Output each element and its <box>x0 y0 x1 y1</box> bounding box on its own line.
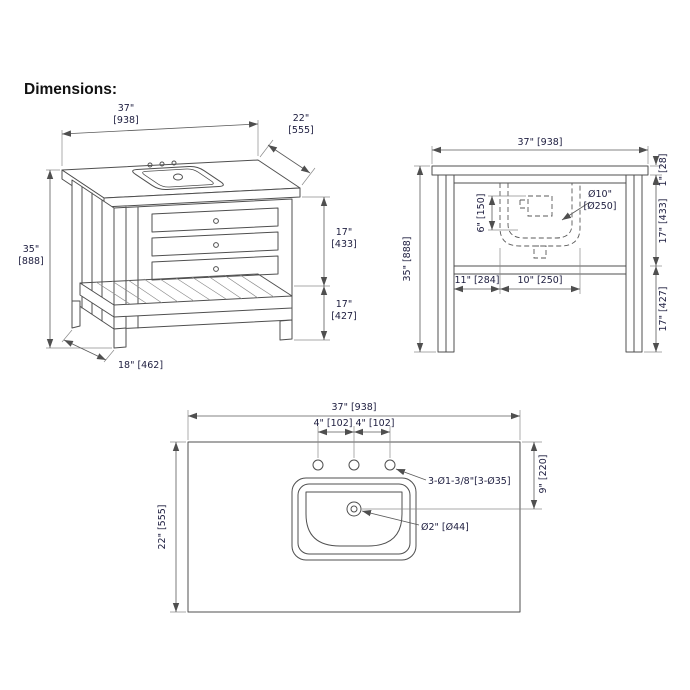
drawer-knob <box>213 242 219 248</box>
page-title: Dimensions: <box>24 81 117 98</box>
dim-label: [427] <box>331 311 357 322</box>
faucet-hole <box>384 459 396 471</box>
dim-label: 6" [150] <box>476 194 487 233</box>
drawer-1 <box>151 207 279 233</box>
dim-label: 11" [284] <box>454 275 499 286</box>
front-dim-counter-thickness: 1" [28] <box>650 154 669 187</box>
dim-label: 17" [427] <box>658 286 669 331</box>
iso-dim-width: 37" [938] <box>61 103 259 166</box>
front-dim-bowl-diameter: Ø10" [Ø250] <box>561 189 617 221</box>
dim-label: [433] <box>331 239 357 250</box>
dim-label: 35" [888] <box>402 236 413 281</box>
top-callout-holes: 3-Ø1-3/8"[3-Ø35] <box>395 468 511 487</box>
drawer-3 <box>151 255 279 281</box>
dim-label: 1" [28] <box>658 154 669 187</box>
shelf-back-edge <box>79 273 293 297</box>
dim-label: Ø2" [Ø44] <box>421 522 469 533</box>
front-view: 37" [938] 1" [28] Ø10" [Ø250] 6" [150] 1… <box>402 137 669 353</box>
dim-label: [Ø250] <box>583 201 616 212</box>
iso-sink <box>132 160 224 191</box>
iso-dim-shelf-depth: 18" [462] <box>61 329 163 371</box>
front-structure <box>431 165 649 353</box>
faucet-holes-top <box>312 459 396 471</box>
sink-body-hidden <box>499 183 581 247</box>
open-shelf <box>79 273 293 318</box>
sink-rim-outer <box>291 477 417 561</box>
iso-dim-upper-section: 17" [433] <box>294 196 357 287</box>
front-dim-width: 37" [938] <box>431 137 649 164</box>
dim-label: 10" [250] <box>517 275 562 286</box>
hidden-sink <box>499 183 581 259</box>
dim-label: 37" <box>118 103 134 114</box>
drawer-stack <box>151 207 279 281</box>
sink-rim <box>132 165 224 191</box>
dim-label: 17" <box>336 299 352 310</box>
front-left-leg <box>113 327 127 349</box>
legs <box>71 300 293 349</box>
dim-label: 17" <box>336 227 352 238</box>
faucet-holes <box>147 160 177 168</box>
countertop-outline <box>187 441 521 613</box>
shelf-slats <box>95 274 275 305</box>
front-right-leg <box>279 319 293 341</box>
top-dim-width: 37" [938] <box>187 402 521 440</box>
dim-label: 9" [220] <box>538 455 549 494</box>
countertop <box>431 165 649 176</box>
front-dim-upper-section: 17" [433] <box>650 175 669 267</box>
drawer-knob <box>213 266 219 272</box>
dim-label: 4" [102] <box>314 418 353 429</box>
leg-inner-lines <box>445 174 635 353</box>
top-dim-depth: 22" [555] <box>157 441 186 613</box>
dim-label: 17" [433] <box>658 198 669 243</box>
dim-label: 4" [102] <box>356 418 395 429</box>
dim-label: 37" [938] <box>517 137 562 148</box>
sink-bowl-curve <box>305 491 403 547</box>
drain-hidden <box>533 245 547 259</box>
iso-cabinet <box>71 179 293 349</box>
faucet-hole <box>348 459 360 471</box>
isometric-view: 37" [938] 22" [555] 35" [888] 17" [433] … <box>18 103 357 371</box>
sink-bowl-hidden <box>507 183 573 239</box>
back-left-leg <box>71 300 81 329</box>
faucet-hidden <box>519 195 553 217</box>
shelf-side-rail <box>79 282 115 318</box>
dim-label: 22" [555] <box>157 504 168 549</box>
sink-bowl <box>142 168 214 188</box>
dim-label: 22" <box>293 113 309 124</box>
faucet-hole <box>312 459 324 471</box>
iso-dim-lower-section: 17" [427] <box>294 286 357 341</box>
sink-top <box>291 477 417 561</box>
dim-label: [555] <box>288 125 314 136</box>
front-dim-bowl-depth: 6" [150] <box>476 194 526 233</box>
lower-shelf <box>453 265 627 275</box>
plank-lines <box>81 186 139 329</box>
dim-label: 18" [462] <box>118 360 163 371</box>
drawer-knob <box>213 218 219 224</box>
sink-rim-inner <box>297 483 411 555</box>
dim-label: 37" [938] <box>331 402 376 413</box>
top-callout-drain: Ø2" [Ø44] <box>361 510 469 533</box>
drawer-2 <box>151 231 279 257</box>
front-dim-lower-section: 17" [427] <box>644 266 669 353</box>
drain-inner <box>350 505 358 513</box>
dim-label: [938] <box>113 115 139 126</box>
sink-drain <box>173 173 183 181</box>
front-dim-height: 35" [888] <box>402 165 436 353</box>
dim-label: [888] <box>18 256 44 267</box>
front-dim-offset-and-bowl-width: 11" [284] 10" [250] <box>454 248 581 294</box>
iso-dim-depth: 22" [555] <box>259 113 316 186</box>
top-dim-drain-offset: 9" [220] <box>361 441 549 510</box>
dim-label: 3-Ø1-3/8"[3-Ø35] <box>428 476 511 487</box>
dim-label: Ø10" <box>588 189 612 200</box>
top-view: 37" [938] 4" [102] 4" [102] 3-Ø1-3/8"[3-… <box>157 402 549 613</box>
dim-label: 35" <box>23 244 39 255</box>
top-dim-hole-spacing: 4" [102] 4" [102] <box>314 418 395 458</box>
